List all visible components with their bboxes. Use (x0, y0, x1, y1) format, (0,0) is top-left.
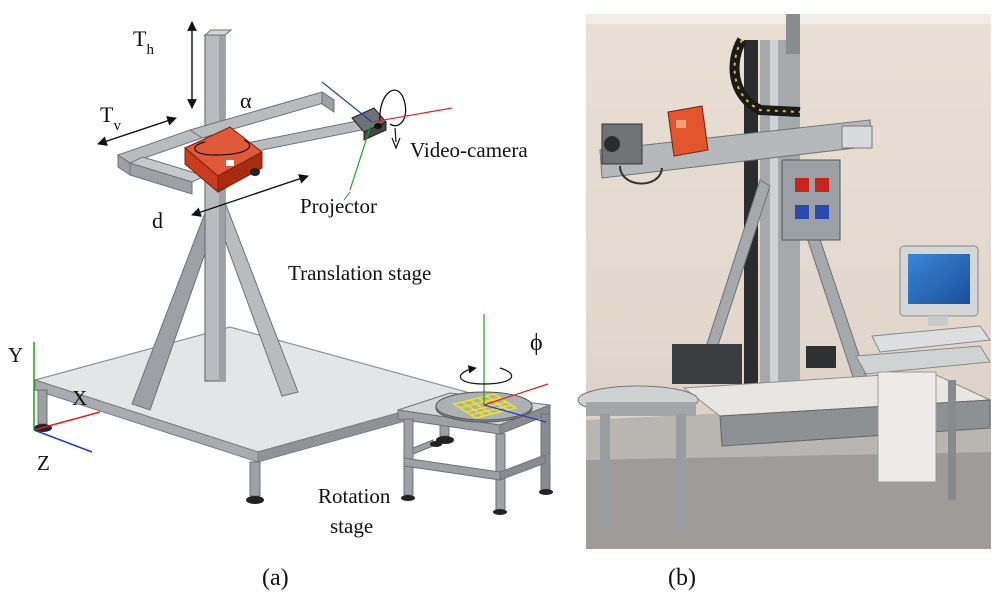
label-axis-z: Z (37, 451, 50, 475)
label-axis-x: X (72, 386, 87, 410)
video-camera-unit (351, 89, 407, 150)
label-rotation-1: Rotation (318, 484, 391, 508)
label-rotation-2: stage (330, 514, 373, 538)
tv-arrow (97, 116, 177, 146)
label-video-camera: Video-camera (410, 138, 528, 162)
label-tv: Tv (100, 102, 121, 134)
label-phi: ϕ (530, 330, 543, 356)
label-alpha: α (240, 88, 252, 113)
label-th: Th (133, 26, 154, 58)
panel-b-photo: (b) (577, 14, 991, 591)
d-arrow (191, 174, 309, 217)
label-translation-stage: Translation stage (288, 261, 431, 285)
projector-leader (343, 191, 351, 201)
rotation-stage (397, 314, 553, 515)
label-projector: Projector (300, 194, 377, 218)
label-axis-y: Y (8, 343, 23, 367)
world-axes (33, 342, 101, 453)
caption-a: (a) (262, 565, 289, 591)
label-d: d (152, 208, 163, 233)
panel-a-diagram: Th Tv α d Video-camera Projector Transla… (8, 21, 553, 591)
caption-b: (b) (668, 565, 696, 591)
